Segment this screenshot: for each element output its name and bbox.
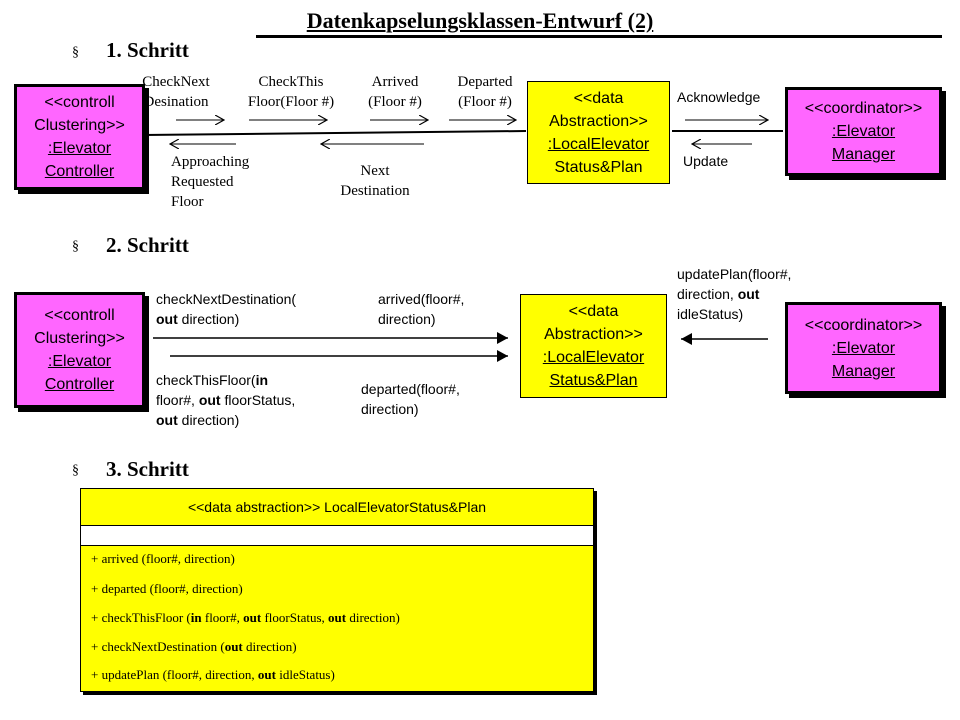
stereotype-label: <<data	[568, 303, 619, 320]
msg-departed-label: Departed(Floor #)	[457, 74, 513, 110]
bullet-icon: §	[72, 45, 79, 60]
msg-departed-label: departed(floor#,direction)	[361, 381, 460, 417]
object-name: :Elevator	[47, 140, 112, 157]
object-name: Manager	[831, 146, 896, 163]
msg-check-this-floor-label: checkThisFloor(in floor#, out floorStatu…	[156, 372, 296, 428]
stereotype-label: Abstraction>>	[549, 112, 648, 130]
msg-arrived-label: arrived(floor#,direction)	[378, 291, 465, 327]
operation-check-this-floor: + checkThisFloor (in floor#, out floorSt…	[91, 610, 400, 625]
stereotype-label: Clustering>>	[34, 330, 125, 347]
operation-check-next-destination: + checkNextDestination (out direction)	[91, 639, 297, 654]
stereotype-label: <<controll	[44, 94, 115, 111]
operation-arrived: + arrived (floor#, direction)	[91, 551, 235, 566]
stereotype-label: <<controll	[44, 307, 115, 324]
stereotype-label: <<coordinator>>	[804, 100, 923, 117]
object-name: :Elevator	[831, 123, 896, 140]
stereotype-label: Clustering>>	[34, 117, 125, 134]
step-3-heading: 3. Schritt	[106, 457, 189, 481]
local-elevator-status-box: <<data Abstraction>> :LocalElevator Stat…	[520, 294, 667, 398]
bullet-icon: §	[72, 239, 79, 254]
elevator-controller-box: <<controll Clustering>> :Elevator Contro…	[14, 84, 145, 190]
object-name: Manager	[831, 362, 896, 380]
msg-acknowledge-label: Acknowledge	[677, 89, 761, 105]
elevator-manager-box: <<coordinator>> :Elevator Manager	[785, 87, 942, 176]
object-name: :LocalElevator	[547, 135, 650, 153]
operation-departed: + departed (floor#, direction)	[91, 581, 243, 596]
object-name: :Elevator	[47, 353, 112, 370]
stereotype-label: <<coordinator>>	[804, 316, 923, 334]
operation-update-plan: + updatePlan (floor#, direction, out idl…	[91, 667, 335, 682]
class-name: <<data abstraction>> LocalElevatorStatus…	[187, 499, 487, 515]
bullet-icon: §	[72, 463, 79, 478]
step-2-heading: 2. Schritt	[106, 233, 189, 257]
object-name: Controller	[44, 376, 115, 393]
stereotype-label: <<data	[573, 89, 624, 107]
msg-check-next-destination-label: checkNextDestination( out direction)	[156, 291, 297, 327]
msg-update-plan-label: updatePlan(floor#, direction, out idleSt…	[677, 266, 792, 322]
title-underline	[256, 35, 942, 38]
class-box: <<data abstraction>> LocalElevatorStatus…	[80, 488, 594, 692]
link-line	[142, 130, 527, 136]
elevator-controller-box: <<controll Clustering>> :Elevator Contro…	[14, 292, 145, 408]
object-name: :LocalElevator	[542, 349, 645, 366]
page-title: Datenkapselungsklassen-Entwurf (2)	[306, 8, 654, 33]
msg-update-label: Update	[683, 153, 729, 169]
local-elevator-status-box: <<data Abstraction>> :LocalElevator Stat…	[527, 81, 670, 184]
object-name: Status&Plan	[554, 158, 643, 176]
object-name: Controller	[44, 163, 115, 180]
step-1-heading: 1. Schritt	[106, 38, 189, 62]
object-name: Status&Plan	[549, 372, 638, 389]
stereotype-label: Abstraction>>	[544, 326, 643, 343]
elevator-manager-box: <<coordinator>> :Elevator Manager	[785, 302, 942, 394]
object-name: :Elevator	[831, 339, 896, 357]
msg-arrived-label: Arrived(Floor #)	[368, 74, 422, 110]
class-attribute-compartment	[81, 525, 593, 546]
